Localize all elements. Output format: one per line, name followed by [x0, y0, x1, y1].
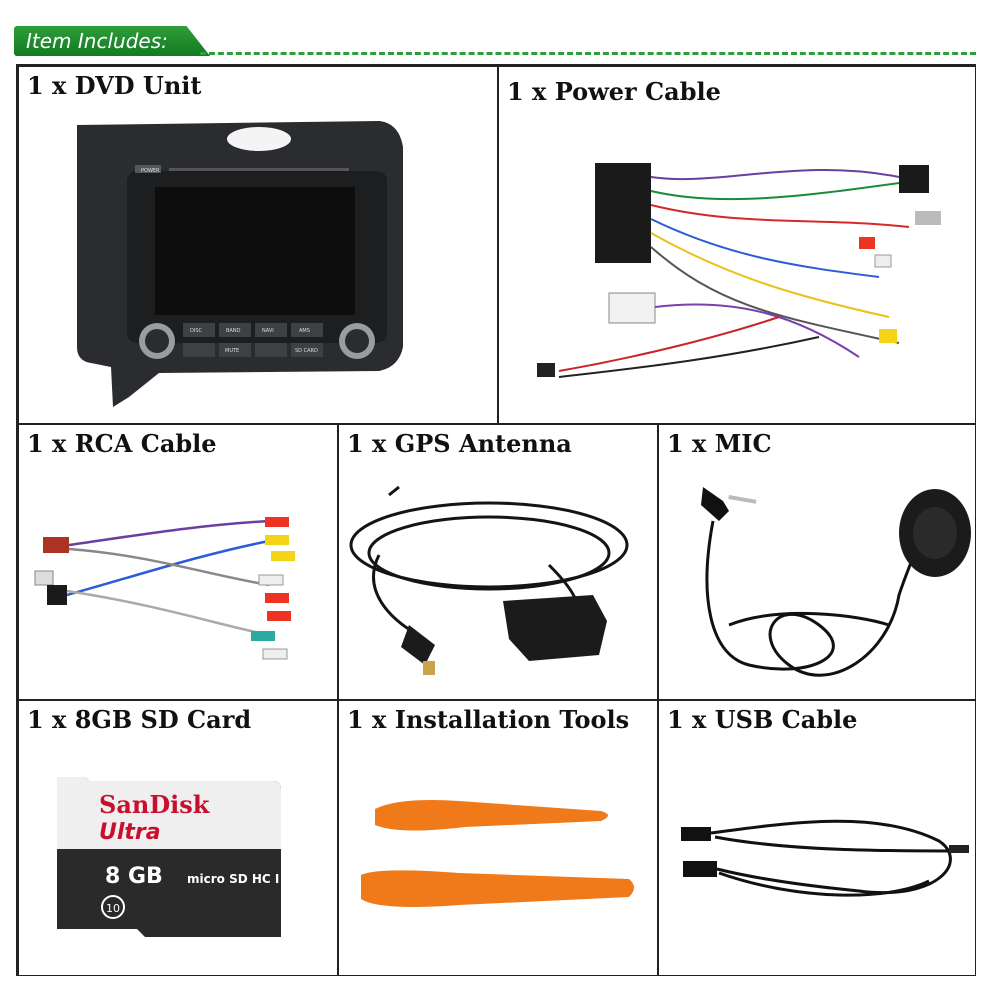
- band-label: BAND: [226, 328, 241, 334]
- sandisk-brand: SanDisk: [99, 790, 211, 819]
- item-label: 1 x RCA Cable: [27, 429, 217, 458]
- ams-label: AMS: [299, 328, 310, 334]
- power-cable-image: [537, 163, 941, 378]
- mic-image: [701, 487, 971, 677]
- item-label: 1 x DVD Unit: [27, 71, 202, 100]
- dvd-unit-image: POWER DISC BAND NAVI AMS MUTE SD CARD: [77, 121, 403, 407]
- mute-label: MUTE: [225, 348, 239, 354]
- item-label: 1 x Power Cable: [507, 77, 721, 106]
- items-grid: 1 x DVD Unit POWER DISC BAND NAVI AMS MU…: [16, 64, 976, 976]
- item-label: 1 x MIC: [667, 429, 772, 458]
- gps-antenna-image: [349, 485, 629, 675]
- sandisk-line: Ultra: [99, 820, 161, 845]
- banner-title: Item Includes:: [26, 29, 168, 53]
- item-label: 1 x Installation Tools: [347, 705, 630, 734]
- sd-format: micro SD HC I: [187, 872, 279, 886]
- item-power-cable: 1 x Power Cable: [498, 66, 976, 424]
- item-usb-cable: 1 x USB Cable: [658, 700, 976, 976]
- item-label: 1 x GPS Antenna: [347, 429, 572, 458]
- item-installation-tools: 1 x Installation Tools: [338, 700, 658, 976]
- disc-label: DISC: [190, 328, 202, 334]
- sd-capacity: 8 GB: [105, 864, 163, 889]
- dashed-divider: [200, 52, 976, 55]
- item-label: 1 x USB Cable: [667, 705, 858, 734]
- installation-tools-image: [361, 800, 634, 907]
- item-dvd-unit: 1 x DVD Unit POWER DISC BAND NAVI AMS MU…: [18, 66, 498, 424]
- power-label: POWER: [141, 168, 160, 174]
- item-mic: 1 x MIC: [658, 424, 976, 700]
- usb-cable-image: [681, 819, 969, 897]
- item-label: 1 x 8GB SD Card: [27, 705, 252, 734]
- sdcard-label: SD CARD: [295, 348, 318, 354]
- item-sd-card: 1 x 8GB SD Card SanDisk Ultra 8 GB micro…: [18, 700, 338, 976]
- item-rca-cable: 1 x RCA Cable: [18, 424, 338, 700]
- rca-cable-image: [34, 517, 295, 660]
- item-includes-banner: Item Includes:: [14, 26, 210, 56]
- navi-label: NAVI: [262, 328, 274, 334]
- sd-card-image: SanDisk Ultra 8 GB micro SD HC I 10: [57, 777, 281, 937]
- sd-class: 10: [106, 902, 120, 915]
- item-gps-antenna: 1 x GPS Antenna: [338, 424, 658, 700]
